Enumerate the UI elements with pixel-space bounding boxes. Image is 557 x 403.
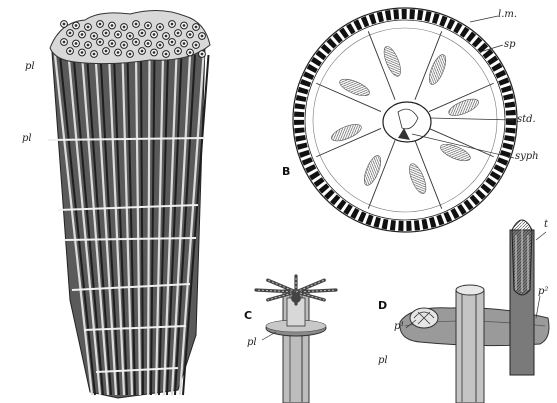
label-t: t [544, 220, 548, 230]
label-pl-mid: pl [22, 134, 32, 144]
panel-label-d: D [378, 300, 387, 311]
label-pl-d: pl [378, 356, 388, 366]
panel-label-c: C [244, 310, 252, 321]
label-pl-top: pl [25, 62, 35, 72]
label-p1: p¹ [394, 322, 404, 332]
tube-colony [48, 10, 210, 398]
polyp-c [256, 276, 336, 403]
tube-d [456, 290, 484, 403]
label-syph: syph [515, 152, 539, 162]
label-std: std. [517, 115, 536, 125]
panel-label-b: B [282, 166, 290, 177]
label-sp: sp [504, 40, 516, 50]
cross-section [293, 8, 517, 232]
label-pl-c: pl [247, 338, 257, 348]
polyp-d [400, 220, 549, 403]
label-p2: p² [538, 287, 548, 297]
label-lm: l.m. [498, 10, 517, 20]
